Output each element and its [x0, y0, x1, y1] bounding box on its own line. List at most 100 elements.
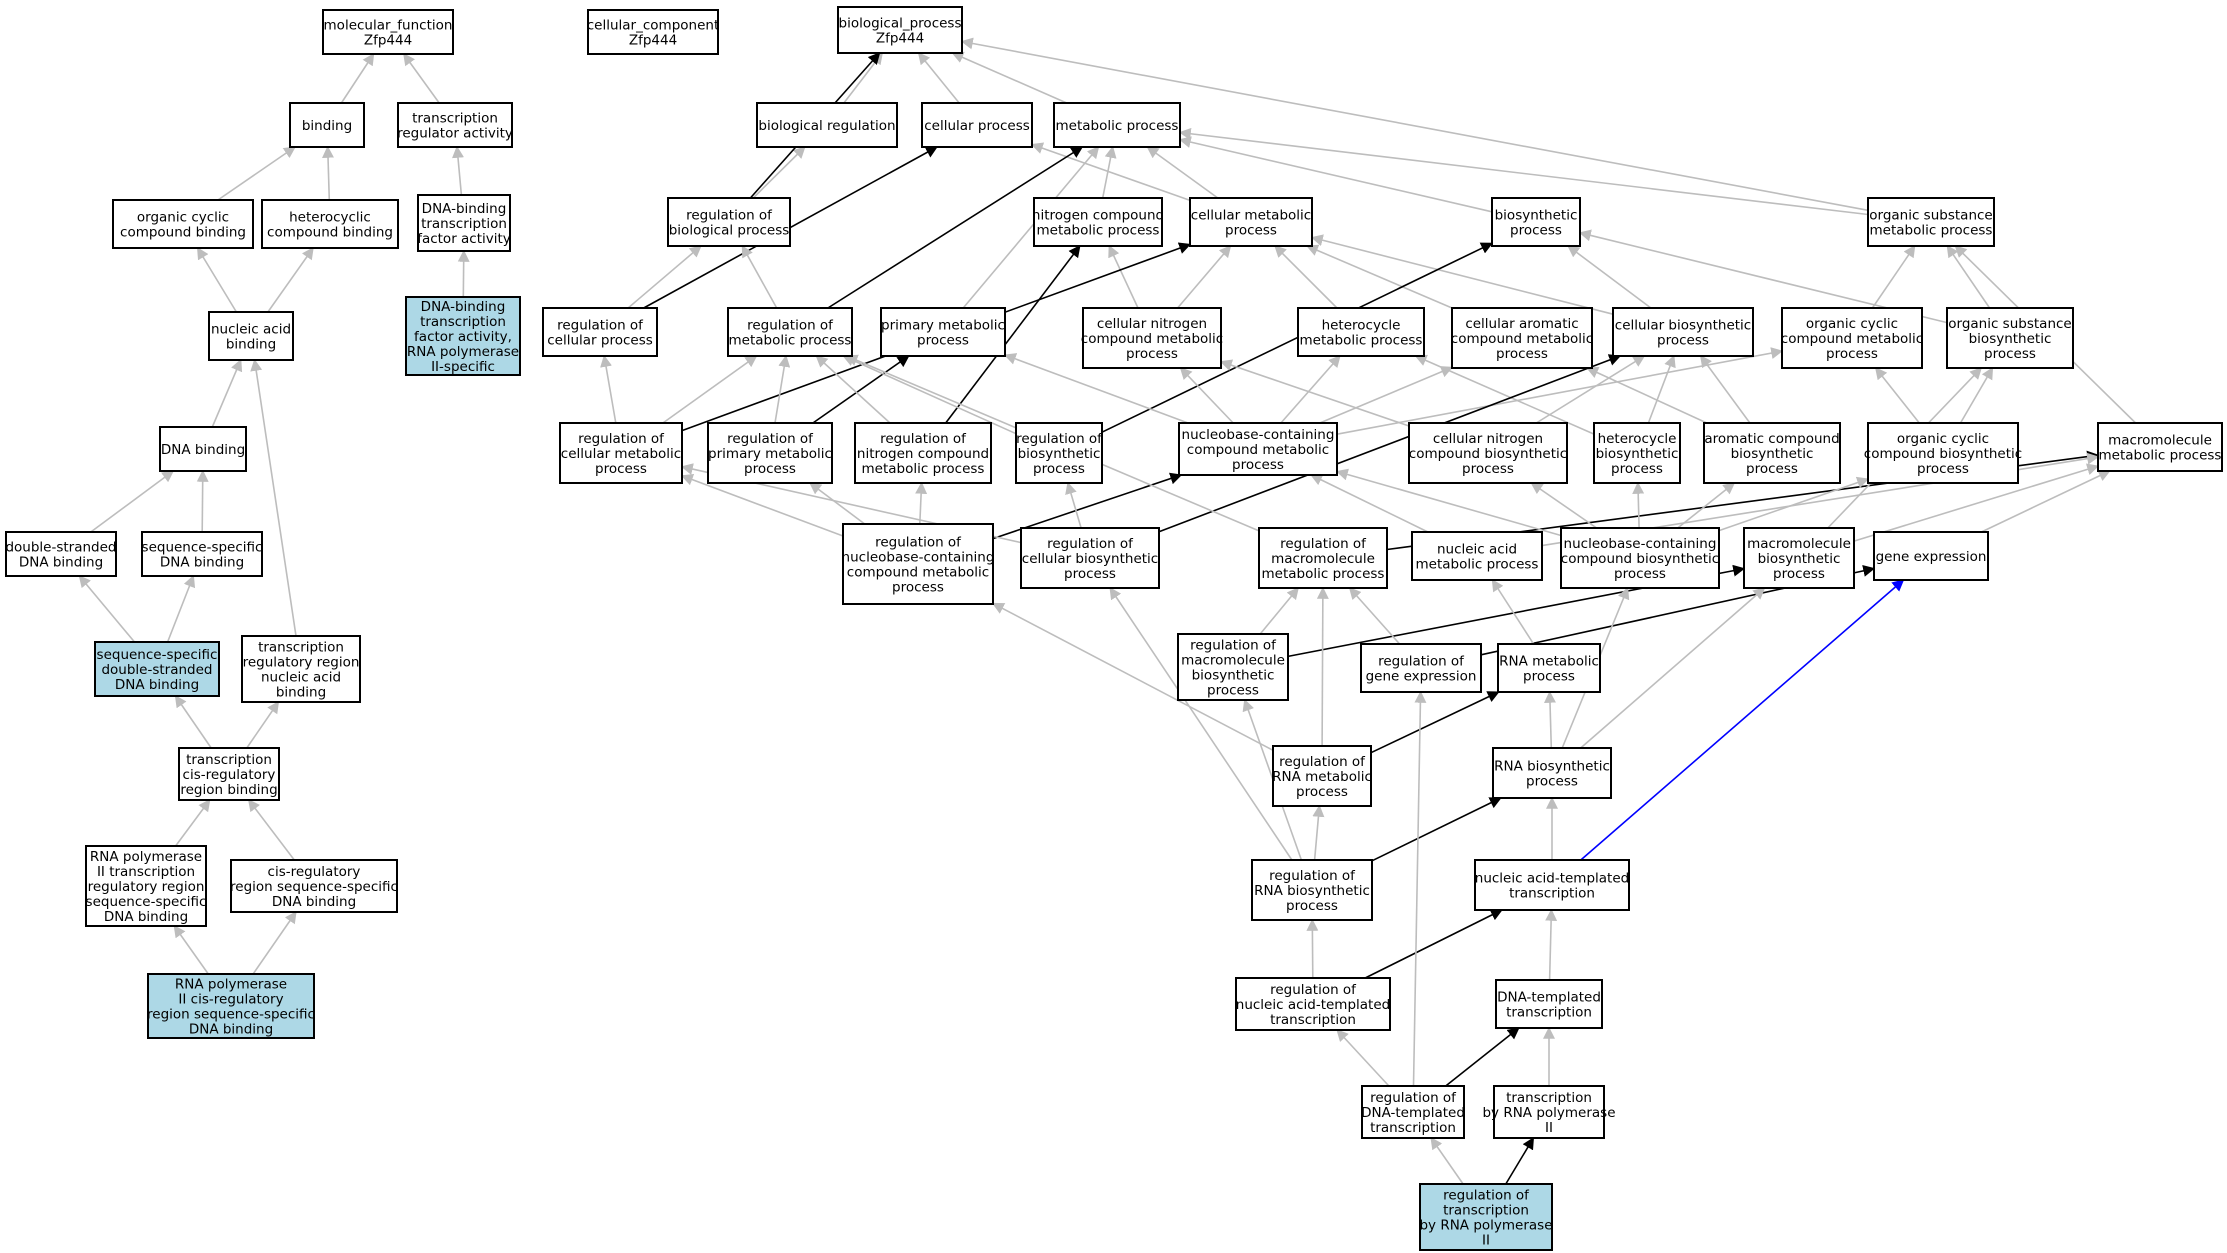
- is-a-edge-cell-nitro-biosyn-to-cell-biosyn: [1535, 355, 1646, 424]
- is-a-edge-reg-dna-templ-tr-to-reg-gene-expr: [1412, 690, 1427, 1087]
- is-a-edge-org-cyc-biosyn-to-org-cyc-metab: [1874, 367, 1920, 424]
- go-term-node-gene-expr[interactable]: gene expression: [1873, 531, 1989, 581]
- go-term-node-cell-proc[interactable]: cellular process: [921, 102, 1033, 148]
- is-a-edge-reg-nb-metab-to-reg-nitro-metab: [915, 481, 928, 525]
- go-term-box: [1743, 527, 1855, 589]
- go-term-box: [147, 973, 315, 1039]
- go-term-node-dna-bind[interactable]: DNA binding: [159, 426, 247, 472]
- is-a-edge-org-cyc-metab-to-org-sub-metab: [1871, 245, 1916, 309]
- go-term-box: [1360, 643, 1482, 693]
- regulates-edge-reg-prim-metab-to-prim-metab: [812, 355, 910, 424]
- is-a-edge-hetcyc-biosyn-to-hetcyc-metab: [1414, 354, 1595, 435]
- go-term-box: [322, 9, 454, 55]
- go-term-box: [727, 307, 853, 357]
- is-a-edge-tcis-bind-to-tr-reg-na-bind: [246, 701, 280, 749]
- go-term-box: [1946, 307, 2074, 369]
- go-term-box: [1867, 197, 1995, 247]
- is-a-edge-na-bind-to-org-cyc-bind: [196, 246, 238, 313]
- is-a-edge-prim-metab-to-metab-proc: [962, 146, 1100, 309]
- is-a-edge-dbtf-act-to-tr-activity: [452, 145, 464, 196]
- go-term-box: [178, 747, 280, 801]
- go-term-box: [1361, 1085, 1465, 1139]
- regulates-edge-reg-metab-to-metab-proc: [827, 146, 1084, 309]
- go-term-node-metab-proc[interactable]: metabolic process: [1053, 102, 1181, 148]
- go-term-box: [880, 307, 1006, 357]
- go-term-box: [587, 9, 719, 55]
- go-term-box: [542, 307, 658, 357]
- go-term-node-bio-reg[interactable]: biological regulation: [756, 102, 898, 148]
- is-a-edge-ssds-dna-bind-to-ss-dna-bind: [166, 574, 196, 643]
- is-a-edge-org-sub-metab-to-metab-proc: [1178, 127, 1869, 216]
- is-a-edge-nb-metab-to-hetcyc-metab: [1280, 355, 1341, 424]
- is-a-edge-reg-tr-pol2-to-reg-dna-templ-tr: [1430, 1137, 1464, 1185]
- go-term-node-binding[interactable]: binding: [289, 102, 365, 148]
